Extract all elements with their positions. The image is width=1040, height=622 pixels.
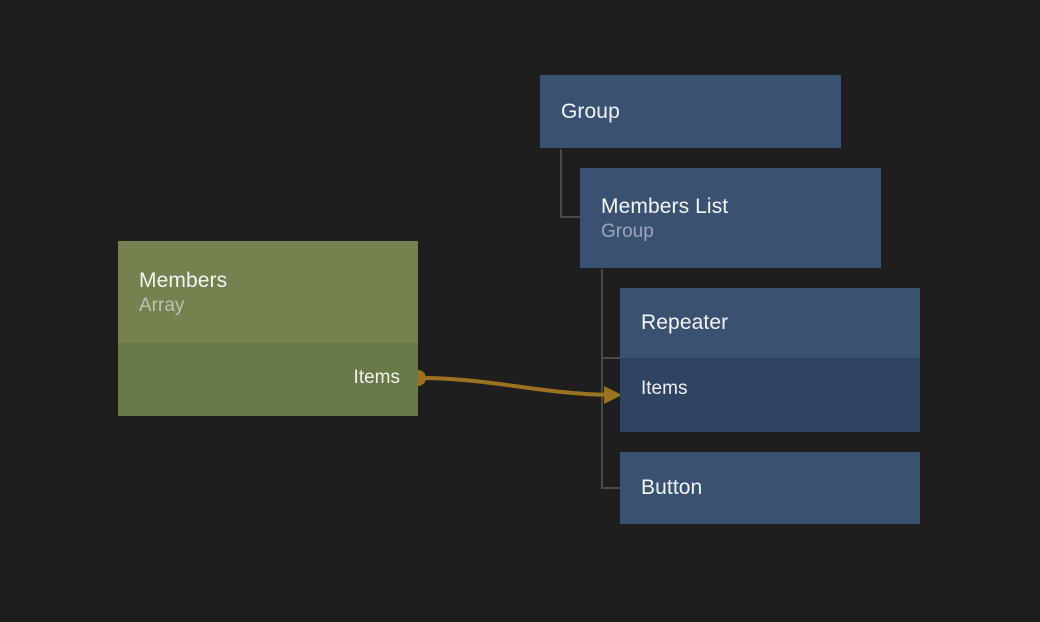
input-port-repeater-items-label: Items [641,378,688,399]
node-repeater-body: Items [620,358,920,432]
output-port-members-items[interactable]: Items [118,366,418,390]
node-group[interactable]: Group [540,75,841,148]
node-members-title: Members [139,269,228,292]
node-button-header: Button [620,452,920,524]
output-port-members-items-label: Items [353,367,400,388]
node-button-title: Button [641,476,703,499]
data-wire-members-items [419,376,613,397]
node-repeater-title: Repeater [641,311,729,334]
tree-link-members-list-spine [601,269,620,489]
node-members-body: Items [118,343,418,416]
node-members-list[interactable]: Members List Group [580,168,881,268]
node-group-header: Group [540,75,841,148]
node-members-list-subtitle: Group [601,221,654,242]
input-port-repeater-items[interactable]: Items [620,377,920,401]
node-members-header: Members Array [118,241,418,343]
node-button[interactable]: Button [620,452,920,524]
node-members[interactable]: Members Array Items [118,241,418,416]
node-members-list-header: Members List Group [580,168,881,268]
tree-link-group-to-members-list [560,149,580,218]
node-repeater-header: Repeater [620,288,920,358]
node-members-subtitle: Array [139,295,185,316]
node-members-list-title: Members List [601,195,729,218]
node-repeater[interactable]: Repeater Items [620,288,920,432]
node-group-title: Group [561,99,620,123]
